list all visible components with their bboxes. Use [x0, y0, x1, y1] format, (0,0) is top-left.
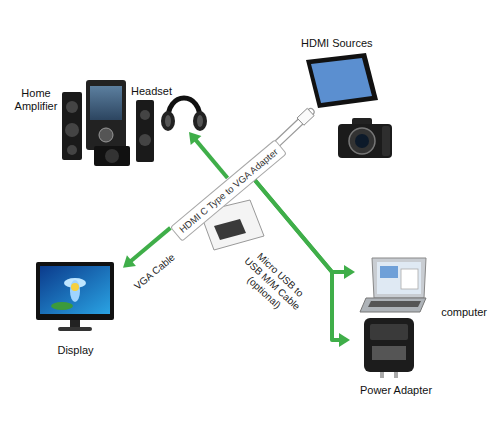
- ear-cup: [161, 111, 175, 131]
- cable-label: Micro USB to USB M/M Cable (optional): [230, 243, 315, 325]
- subwoofer-cone: [105, 149, 119, 163]
- edge-label-box: Micro USB to USB M/M Cable (optional): [230, 243, 315, 325]
- adapter-panel: [370, 324, 408, 340]
- laptop-keyboard: [368, 301, 421, 307]
- device-node: Headset: [128, 82, 208, 132]
- adapter-cable-box: HDMI C Type to VGA Adapter: [169, 139, 286, 242]
- amplifier-knob: [99, 128, 113, 142]
- hdmi-sources-picture: [306, 53, 392, 158]
- speaker-cone: [67, 145, 77, 155]
- petal: [70, 280, 80, 302]
- device-label: Home Amplifier: [7, 87, 65, 113]
- arrow-head: [339, 333, 350, 347]
- hdmi-plug: [297, 108, 314, 125]
- plug-prong: [380, 372, 384, 378]
- laptop-picture: [360, 258, 426, 312]
- speaker-cone: [139, 134, 151, 146]
- tv-stand: [70, 320, 80, 328]
- headset-picture: [161, 98, 207, 131]
- edge-label-box: VGA Cable: [130, 250, 179, 294]
- device-node: Display: [28, 255, 123, 360]
- camera-grip: [382, 126, 390, 156]
- camera-lens-glass: [355, 134, 369, 148]
- arrow-head: [344, 265, 355, 279]
- laptop-screen: [377, 262, 421, 294]
- device-node: Power Adapter: [350, 312, 442, 400]
- amplifier-unit: [86, 80, 126, 150]
- screen-window: [380, 266, 398, 278]
- device-label: Power Adapter: [360, 384, 432, 397]
- device-label: Display: [57, 344, 93, 357]
- tv-screen: [40, 266, 110, 314]
- leaf: [51, 302, 73, 310]
- speaker-cone: [65, 123, 79, 137]
- amplifier-screen: [90, 86, 122, 120]
- screen-window: [401, 269, 418, 289]
- tablet-screen: [311, 58, 372, 103]
- vga-port: [214, 219, 246, 240]
- speaker-tower: [136, 100, 154, 162]
- ear-cup-pad: [197, 115, 203, 127]
- tv-frame: [36, 262, 114, 320]
- speaker-tower: [62, 92, 82, 160]
- arrow-line: [195, 140, 227, 178]
- cable-label: VGA Cable: [130, 250, 179, 294]
- tv-base: [58, 327, 92, 331]
- hdmi-cable: [278, 108, 314, 143]
- laptop-lid: [372, 258, 426, 298]
- laptop-base: [360, 298, 426, 312]
- ear-cup-pad: [165, 115, 171, 127]
- speaker-cone: [66, 101, 78, 113]
- adapter-case: [364, 318, 414, 372]
- plug-prong: [394, 372, 398, 378]
- speaker-cone: [140, 110, 150, 120]
- tablet-body: [306, 53, 378, 108]
- camera-body: [338, 124, 392, 158]
- ear-cup: [193, 111, 207, 131]
- arrow-head: [123, 255, 136, 267]
- flower-center: [71, 283, 79, 291]
- device-label: Headset: [131, 85, 172, 98]
- display-picture: [36, 262, 114, 331]
- device-node: Home Amplifier: [4, 84, 128, 164]
- device-node: HDMI Sources: [298, 34, 406, 112]
- camera-lens: [349, 128, 375, 154]
- adapter-label: HDMI C Type to VGA Adapter: [177, 146, 280, 235]
- connector-arrow: [189, 132, 228, 178]
- power-adapter-picture: [364, 318, 414, 378]
- subwoofer: [94, 146, 130, 166]
- arrow-head: [189, 132, 201, 145]
- adapter-plate: [372, 346, 406, 360]
- device-label: computer: [441, 306, 487, 319]
- device-node: computer: [355, 252, 490, 322]
- device-label: HDMI Sources: [301, 37, 373, 50]
